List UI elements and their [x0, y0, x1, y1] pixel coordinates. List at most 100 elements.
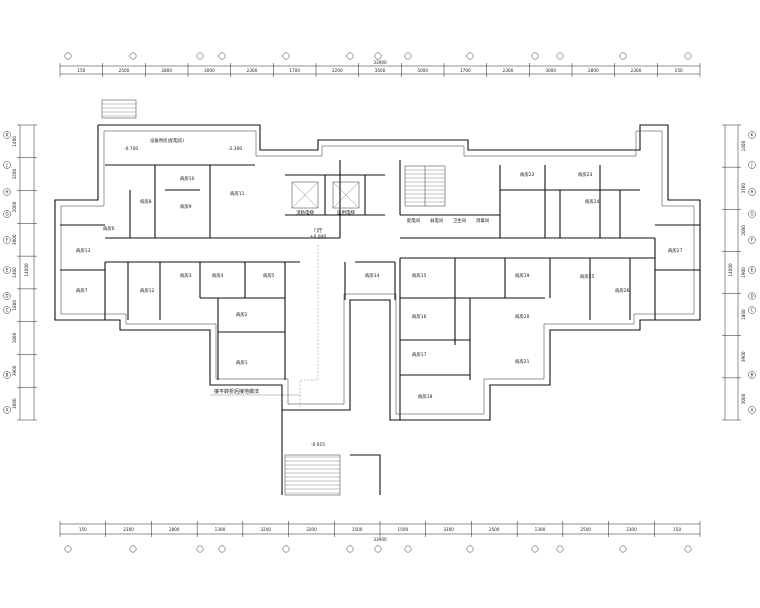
axis-bubble: [748, 210, 756, 218]
axis-bubble: [619, 545, 627, 553]
axis-label: J: [750, 162, 752, 167]
axis-bubble: [748, 371, 756, 379]
axis-bubble: [218, 52, 226, 60]
right-total-dimension: 14000: [728, 263, 733, 277]
dimension-value: 2500: [119, 68, 130, 73]
axis-label: D: [750, 293, 753, 298]
dimension-value: 2300: [631, 68, 642, 73]
axis-label: C: [751, 307, 754, 312]
level-1-label: -0.700: [124, 146, 138, 152]
dimension-value: 1300: [535, 527, 546, 532]
axis-label: F: [751, 237, 754, 242]
axis-label: G: [750, 211, 753, 216]
dimension-value: 150: [673, 527, 681, 532]
stair-top-left: [101, 99, 137, 119]
elevator-2-label: 医用电梯: [337, 209, 355, 216]
hall-level: ±0.000: [310, 234, 326, 240]
axis-bubble: [218, 545, 226, 553]
dimension-value: 2800: [588, 68, 599, 73]
top-total-dimension: 33900: [373, 60, 387, 65]
dimension-value: 1300: [215, 527, 226, 532]
room-label-r20: 病房20: [515, 313, 530, 320]
room-label-r24: 病房24: [585, 198, 600, 205]
dimension-value: 2000: [12, 201, 17, 212]
room-label-r7: 病房7: [76, 287, 88, 294]
dimension-value: 3000: [12, 398, 17, 409]
axis-bubble: [3, 131, 11, 139]
axis-label: A: [751, 407, 754, 412]
room-label-r8: 病房8: [140, 198, 152, 205]
bottom-total-dimension: 33900: [373, 537, 387, 542]
room-label-r4: 病房4: [212, 272, 224, 279]
axis-bubble: [374, 545, 382, 553]
axis-bubble: [129, 545, 137, 553]
axis-bubble: [3, 406, 11, 414]
dimension-value: 1700: [289, 68, 300, 73]
entry-level: -0.015: [311, 442, 325, 448]
room-label-r17: 病房17: [412, 351, 427, 358]
axis-bubble: [282, 545, 290, 553]
entrance-steps: [281, 410, 381, 496]
axis-label: D: [5, 293, 8, 298]
room-label-r2: 病房2: [236, 311, 248, 318]
axis-bubble: [3, 292, 11, 300]
dimension-value: 2800: [169, 527, 180, 532]
axis-bubble: [196, 52, 204, 60]
axis-bubble: [748, 406, 756, 414]
axis-bubble: [556, 545, 564, 553]
dimension-value: 3000: [741, 393, 746, 404]
room-label-r12: 病房12: [140, 287, 155, 294]
dimension-value: 5000: [417, 68, 428, 73]
axis-bubble: [404, 545, 412, 553]
dimension-value: 3200: [306, 527, 317, 532]
axis-label: E: [751, 267, 754, 272]
dimension-value: 3300: [443, 527, 454, 532]
dimension-value: 3000: [545, 68, 556, 73]
axis-bubble: [3, 236, 11, 244]
room-label-r9: 病房9: [180, 203, 192, 210]
dimension-value: 150: [675, 68, 683, 73]
dimension-value: 2200: [332, 68, 343, 73]
axis-bubble: [346, 52, 354, 60]
dimension-value: 2300: [626, 527, 637, 532]
dimension-value: 2500: [489, 527, 500, 532]
axis-bubble: [3, 306, 11, 314]
hall-label: 门厅: [314, 227, 323, 234]
axis-label: H: [5, 189, 8, 194]
axis-bubble: [3, 188, 11, 196]
dimension-value: 1700: [460, 68, 471, 73]
dimension-value: 3000: [12, 234, 17, 245]
dimension-value: 3700: [741, 183, 746, 194]
axis-bubble: [748, 161, 756, 169]
building-outline: [54, 124, 701, 421]
top-left-room-label: 设备用房(配电房): [150, 137, 184, 144]
electrical-route: [210, 245, 319, 410]
dimension-value: 150: [79, 527, 87, 532]
axis-bubble: [556, 52, 564, 60]
dimension-value: 3200: [260, 527, 271, 532]
axis-bubble: [3, 266, 11, 274]
axis-bubble: [64, 52, 72, 60]
dimension-value: 1500: [398, 527, 409, 532]
room-label-r13: 病房13: [76, 247, 91, 254]
utility-3-label: 卫生间: [453, 217, 466, 224]
utility-4-label: 消毒间: [476, 217, 489, 224]
dimension-value: 1500: [352, 527, 363, 532]
dimension-value: 1900: [741, 267, 746, 278]
dimension-value: 1400: [12, 136, 17, 147]
room-label-r21: 病房21: [515, 358, 530, 365]
axis-bubble: [3, 210, 11, 218]
dimension-value: 2800: [161, 68, 172, 73]
axis-label: J: [5, 162, 7, 167]
axis-bubble: [466, 545, 474, 553]
axis-bubble: [684, 52, 692, 60]
axis-bubble: [3, 161, 11, 169]
axis-bubble: [684, 545, 692, 553]
room-label-r25: 病房25: [580, 273, 595, 280]
axis-bubble: [374, 52, 382, 60]
utility-1-label: 配电间: [407, 217, 420, 224]
axis-bubble: [466, 52, 474, 60]
room-label-r23: 病房23: [578, 171, 593, 178]
